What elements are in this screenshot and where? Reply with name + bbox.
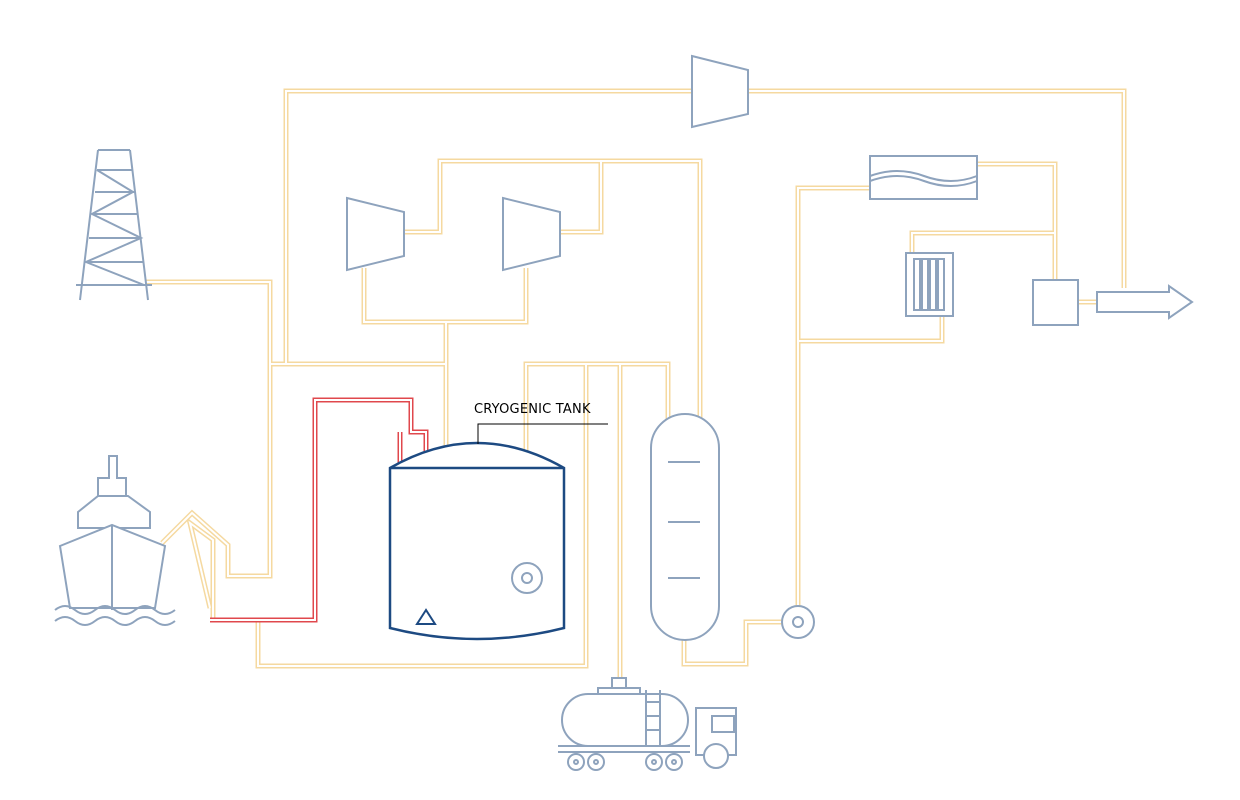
- heat-exchanger-icon: [869, 155, 978, 200]
- arrow-icon: [1096, 284, 1194, 320]
- drilling-rig-icon: [76, 149, 152, 301]
- distillation-column-icon: [650, 413, 720, 641]
- compressor-icon: [691, 54, 749, 129]
- compressor-icon: [346, 196, 405, 272]
- box-icon: [1032, 279, 1079, 326]
- cryogenic-tank-icon: [388, 441, 566, 641]
- filter-icon: [905, 252, 954, 317]
- cryogenic-tank-label: CRYOGENIC TANK: [474, 402, 591, 417]
- pump-icon: [781, 605, 815, 639]
- ship-icon: [54, 455, 176, 626]
- label-leader-line: [477, 423, 608, 444]
- tanker-truck-icon: [558, 677, 737, 771]
- compressor-icon: [502, 196, 561, 272]
